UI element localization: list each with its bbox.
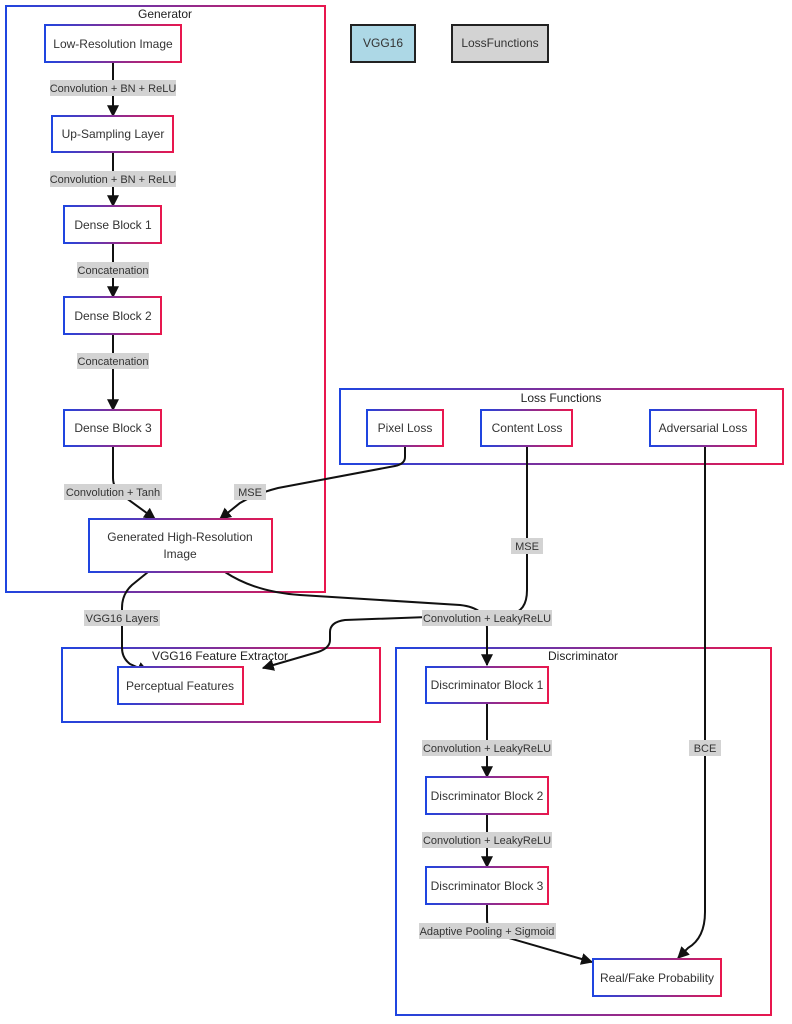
node-generated-high-resolution-image: Generated High-Resolution Image	[88, 518, 273, 573]
svg-text:Concatenation: Concatenation	[78, 265, 149, 277]
svg-text:Convolution + BN + ReLU: Convolution + BN + ReLU	[50, 174, 177, 186]
loss-functions-group-title: Loss Functions	[521, 391, 602, 405]
svg-text:Convolution + BN + ReLU: Convolution + BN + ReLU	[50, 83, 177, 95]
node-discriminator-block-3: Discriminator Block 3	[425, 866, 549, 905]
svg-text:Low-Resolution Image: Low-Resolution Image	[53, 37, 173, 51]
svg-text:Up-Sampling Layer: Up-Sampling Layer	[62, 127, 165, 141]
node-adversarial-loss: Adversarial Loss	[649, 409, 757, 447]
edge-label-conv-bn-relu-1: Convolution + BN + ReLU	[50, 80, 177, 96]
svg-text:Image: Image	[163, 547, 197, 561]
node-dense-block-2: Dense Block 2	[63, 296, 162, 335]
svg-text:Convolution + Tanh: Convolution + Tanh	[66, 487, 160, 499]
svg-text:Convolution + LeakyReLU: Convolution + LeakyReLU	[423, 613, 551, 625]
node-content-loss: Content Loss	[480, 409, 573, 447]
edge-adversarial-realfake	[677, 446, 706, 959]
edge-label-conv-leaky-2: Convolution + LeakyReLU	[422, 740, 552, 756]
vgg16-feature-extractor-group: VGG16 Feature Extractor	[61, 647, 381, 723]
edge-generated-perceptual	[121, 571, 150, 674]
svg-text:Dense Block 1: Dense Block 1	[74, 218, 152, 232]
edge-dense3-generated	[112, 446, 156, 520]
svg-text:Discriminator Block 3: Discriminator Block 3	[431, 879, 544, 893]
edge-labels: Convolution + BN + ReLU Convolution + BN…	[50, 80, 721, 939]
legend-vgg16: VGG16	[350, 24, 416, 63]
svg-text:Convolution + LeakyReLU: Convolution + LeakyReLU	[423, 743, 551, 755]
svg-text:Real/Fake Probability: Real/Fake Probability	[600, 971, 714, 985]
svg-text:Adversarial Loss: Adversarial Loss	[659, 421, 748, 435]
edge-contentloss-perceptual	[261, 446, 528, 671]
svg-text:Generated High-Resolution: Generated High-Resolution	[107, 530, 252, 544]
edge-pixelloss-generated	[219, 446, 406, 520]
loss-functions-group: Loss Functions	[339, 388, 784, 465]
edge-label-adaptive-pooling: Adaptive Pooling + Sigmoid	[419, 923, 556, 939]
vgg16-group-title: VGG16 Feature Extractor	[152, 649, 288, 663]
generator-group-title: Generator	[138, 7, 192, 21]
node-dense-block-3: Dense Block 3	[63, 409, 162, 447]
svg-text:Convolution + LeakyReLU: Convolution + LeakyReLU	[423, 835, 551, 847]
edge-label-mse-content: MSE	[511, 538, 543, 554]
discriminator-group: Discriminator	[395, 647, 772, 1016]
edge-label-vgg16-layers: VGG16 Layers	[84, 610, 160, 626]
node-dense-block-1: Dense Block 1	[63, 205, 162, 244]
edge-label-conv-leaky-1: Convolution + LeakyReLU	[422, 610, 552, 626]
svg-text:Adaptive Pooling + Sigmoid: Adaptive Pooling + Sigmoid	[420, 926, 555, 938]
svg-text:MSE: MSE	[515, 541, 539, 553]
svg-text:Dense Block 2: Dense Block 2	[74, 309, 152, 323]
generator-group: Generator	[5, 5, 326, 593]
node-discriminator-block-1: Discriminator Block 1	[425, 666, 549, 704]
svg-text:Discriminator Block 2: Discriminator Block 2	[431, 789, 544, 803]
edges	[107, 62, 706, 965]
node-low-resolution-image: Low-Resolution Image	[44, 24, 182, 63]
svg-text:Perceptual Features: Perceptual Features	[126, 679, 234, 693]
svg-text:Discriminator Block 1: Discriminator Block 1	[431, 678, 544, 692]
node-discriminator-block-2: Discriminator Block 2	[425, 776, 549, 815]
legend-vgg16-label: VGG16	[363, 36, 403, 50]
node-up-sampling-layer: Up-Sampling Layer	[51, 115, 174, 153]
svg-text:VGG16 Layers: VGG16 Layers	[86, 613, 159, 625]
edge-label-mse-pixel: MSE	[234, 484, 266, 500]
legend-loss-functions-label: LossFunctions	[461, 36, 538, 50]
edge-label-conv-tanh: Convolution + Tanh	[64, 484, 162, 500]
edge-label-bce: BCE	[689, 740, 721, 756]
edge-label-concatenation-2: Concatenation	[77, 353, 149, 369]
edge-label-concatenation-1: Concatenation	[77, 262, 149, 278]
svg-text:BCE: BCE	[694, 743, 717, 755]
edge-label-conv-leaky-3: Convolution + LeakyReLU	[422, 832, 552, 848]
svg-text:Dense Block 3: Dense Block 3	[74, 421, 152, 435]
svg-text:MSE: MSE	[238, 487, 262, 499]
edge-label-conv-bn-relu-2: Convolution + BN + ReLU	[50, 171, 177, 187]
node-perceptual-features: Perceptual Features	[117, 666, 244, 705]
node-pixel-loss: Pixel Loss	[366, 409, 444, 447]
discriminator-group-title: Discriminator	[548, 649, 618, 663]
svg-text:Content Loss: Content Loss	[492, 421, 563, 435]
svg-text:Pixel Loss: Pixel Loss	[378, 421, 433, 435]
svg-text:Concatenation: Concatenation	[78, 356, 149, 368]
node-real-fake-probability: Real/Fake Probability	[592, 958, 722, 997]
legend-loss-functions: LossFunctions	[451, 24, 549, 63]
nodes: Low-Resolution Image Up-Sampling Layer D…	[44, 24, 757, 997]
